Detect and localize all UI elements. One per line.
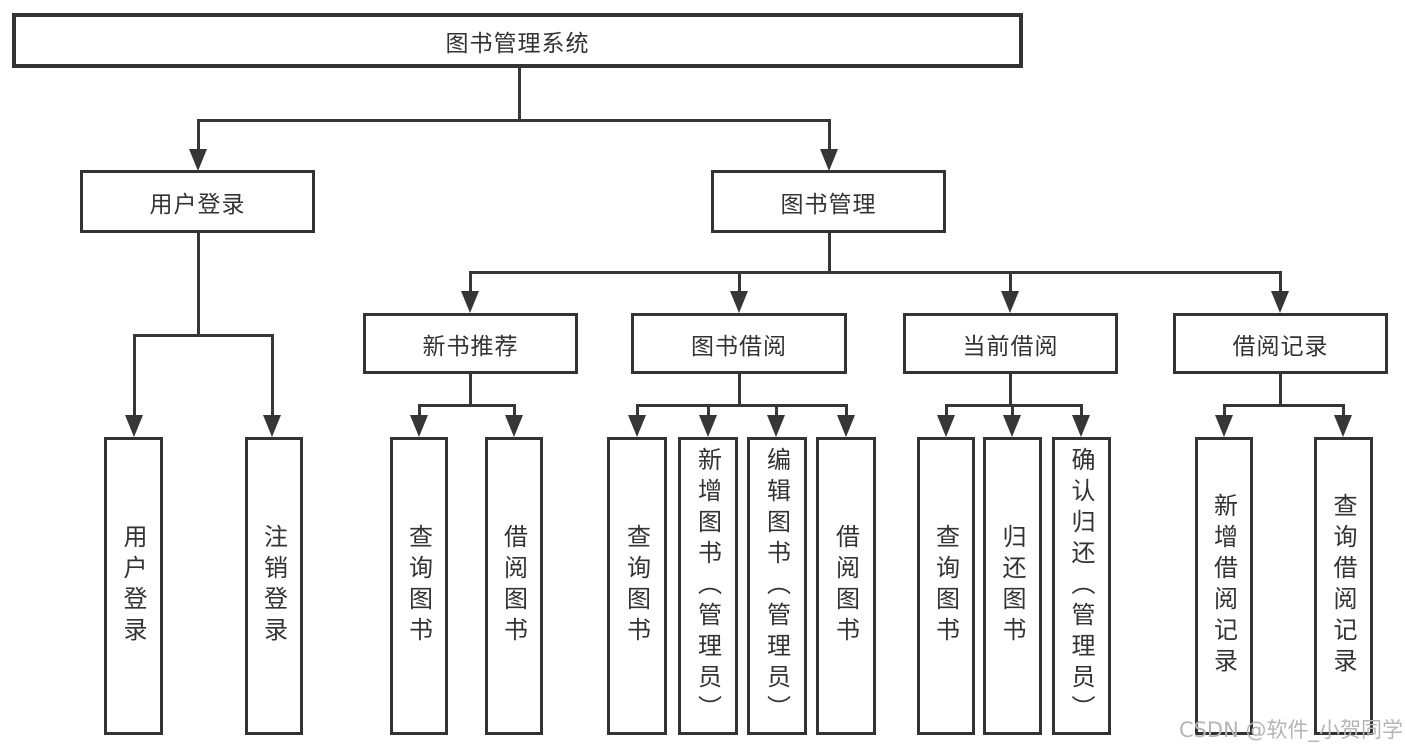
node-new-book-recommend: 新书推荐 [363, 313, 578, 374]
arrowhead-down-icon [410, 415, 428, 437]
arrowhead-down-icon [461, 291, 479, 313]
arrowhead-down-icon [699, 415, 717, 437]
arrowhead-down-icon [1072, 415, 1090, 437]
edge-book-borrow-rail [636, 404, 848, 407]
leaf-add-borrow-record: 新增借阅记录 [1195, 437, 1253, 735]
arrowhead-down-icon [263, 415, 281, 437]
edge-user-login-stem [197, 233, 200, 337]
leaf-borrow-books-1: 借阅图书 [485, 437, 543, 735]
edge-new-books-stem [469, 374, 472, 407]
edge-root-stem [518, 67, 521, 122]
edge-leaf-stem [636, 404, 639, 419]
edge-book-mgmt-stem [828, 233, 831, 274]
edge-to-current-borrow [1009, 271, 1012, 295]
edge-to-logout-leaf [271, 334, 274, 418]
edge-leaf-stem [707, 404, 710, 419]
edge-leaf-stem [418, 404, 421, 419]
edge-leaf-stem [775, 404, 778, 419]
edge-root-rail [197, 119, 831, 122]
arrowhead-down-icon [820, 149, 838, 171]
node-user-login-label: 用户登录 [149, 191, 246, 218]
leaf-edit-books-admin-label: 编辑图书（管理员） [762, 446, 791, 726]
edge-to-login-leaf [133, 334, 136, 418]
edge-to-book-borrow [738, 271, 741, 295]
arrowhead-down-icon [1271, 291, 1289, 313]
leaf-return-books-label: 归还图书 [998, 524, 1026, 648]
node-borrowing-records: 借阅记录 [1173, 313, 1388, 374]
leaf-add-borrow-record-label: 新增借阅记录 [1209, 493, 1238, 679]
edge-current-borrow-stem [1009, 374, 1012, 407]
edge-book-borrow-stem [738, 374, 741, 407]
edge-leaf-stem [1342, 404, 1345, 419]
node-new-book-recommend-label: 新书推荐 [422, 333, 519, 360]
csdn-watermark: CSDN @软件_小贺同学 [1178, 718, 1403, 742]
edge-leaf-stem [945, 404, 948, 419]
arrowhead-down-icon [1001, 291, 1019, 313]
edge-to-new-books [469, 271, 472, 295]
node-book-borrowing-label: 图书借阅 [691, 333, 787, 360]
arrowhead-down-icon [767, 415, 785, 437]
edge-current-borrow-rail [945, 404, 1083, 407]
leaf-confirm-return-admin: 确认归还（管理员） [1052, 437, 1111, 735]
leaf-query-borrow-record-label: 查询借阅记录 [1329, 493, 1357, 679]
leaf-borrow-books-1-label: 借阅图书 [499, 524, 528, 648]
leaf-query-books-2: 查询图书 [607, 437, 667, 735]
node-root: 图书管理系统 [12, 13, 1023, 68]
edge-borrow-records-stem [1279, 374, 1282, 407]
node-borrowing-records-label: 借阅记录 [1232, 333, 1329, 360]
leaf-borrow-books-2: 借阅图书 [816, 437, 876, 735]
edge-to-book-mgmt [828, 119, 831, 152]
leaf-add-books-admin-label: 新增图书（管理员） [693, 446, 722, 726]
arrowhead-down-icon [505, 415, 523, 437]
leaf-confirm-return-admin-label: 确认归还（管理员） [1067, 446, 1095, 726]
arrowhead-down-icon [628, 415, 646, 437]
arrowhead-down-icon [837, 415, 855, 437]
edge-leaf-stem [1080, 404, 1083, 419]
edge-book-mgmt-rail [469, 271, 1282, 274]
edge-to-user-login [197, 119, 200, 152]
leaf-user-login-label: 用户登录 [119, 524, 147, 648]
leaf-logout-label: 注销登录 [259, 524, 288, 648]
node-book-management-label: 图书管理 [780, 191, 877, 218]
edge-user-login-rail [133, 334, 274, 337]
leaf-borrow-books-2-label: 借阅图书 [831, 524, 860, 648]
leaf-return-books: 归还图书 [983, 437, 1042, 735]
node-book-borrowing: 图书借阅 [631, 313, 847, 374]
leaf-user-login: 用户登录 [104, 437, 163, 735]
edge-leaf-stem [1223, 404, 1226, 419]
arrowhead-down-icon [937, 415, 955, 437]
edge-leaf-stem [845, 404, 848, 419]
leaf-logout: 注销登录 [245, 437, 303, 735]
arrowhead-down-icon [1003, 415, 1021, 437]
leaf-query-borrow-record: 查询借阅记录 [1314, 437, 1373, 735]
edge-borrow-records-rail [1223, 404, 1345, 407]
edge-new-books-rail [418, 404, 516, 407]
arrowhead-down-icon [1215, 415, 1233, 437]
leaf-query-books-1-label: 查询图书 [404, 524, 433, 648]
arrowhead-down-icon [730, 291, 748, 313]
node-current-borrowing-label: 当前借阅 [962, 333, 1059, 360]
leaf-query-books-1: 查询图书 [390, 437, 448, 735]
arrowhead-down-icon [1334, 415, 1352, 437]
leaf-query-books-3-label: 查询图书 [931, 524, 960, 648]
leaf-query-books-3: 查询图书 [917, 437, 975, 735]
arrowhead-down-icon [189, 149, 207, 171]
leaf-add-books-admin: 新增图书（管理员） [678, 437, 738, 735]
edge-leaf-stem [1011, 404, 1014, 419]
node-root-label: 图书管理系统 [445, 30, 590, 57]
node-book-management: 图书管理 [711, 170, 946, 233]
arrowhead-down-icon [125, 415, 143, 437]
node-current-borrowing: 当前借阅 [903, 313, 1118, 374]
leaf-query-books-2-label: 查询图书 [622, 524, 651, 648]
edge-leaf-stem [513, 404, 516, 419]
edge-to-borrow-records [1279, 271, 1282, 295]
leaf-edit-books-admin: 编辑图书（管理员） [747, 437, 807, 735]
node-user-login: 用户登录 [80, 170, 315, 233]
